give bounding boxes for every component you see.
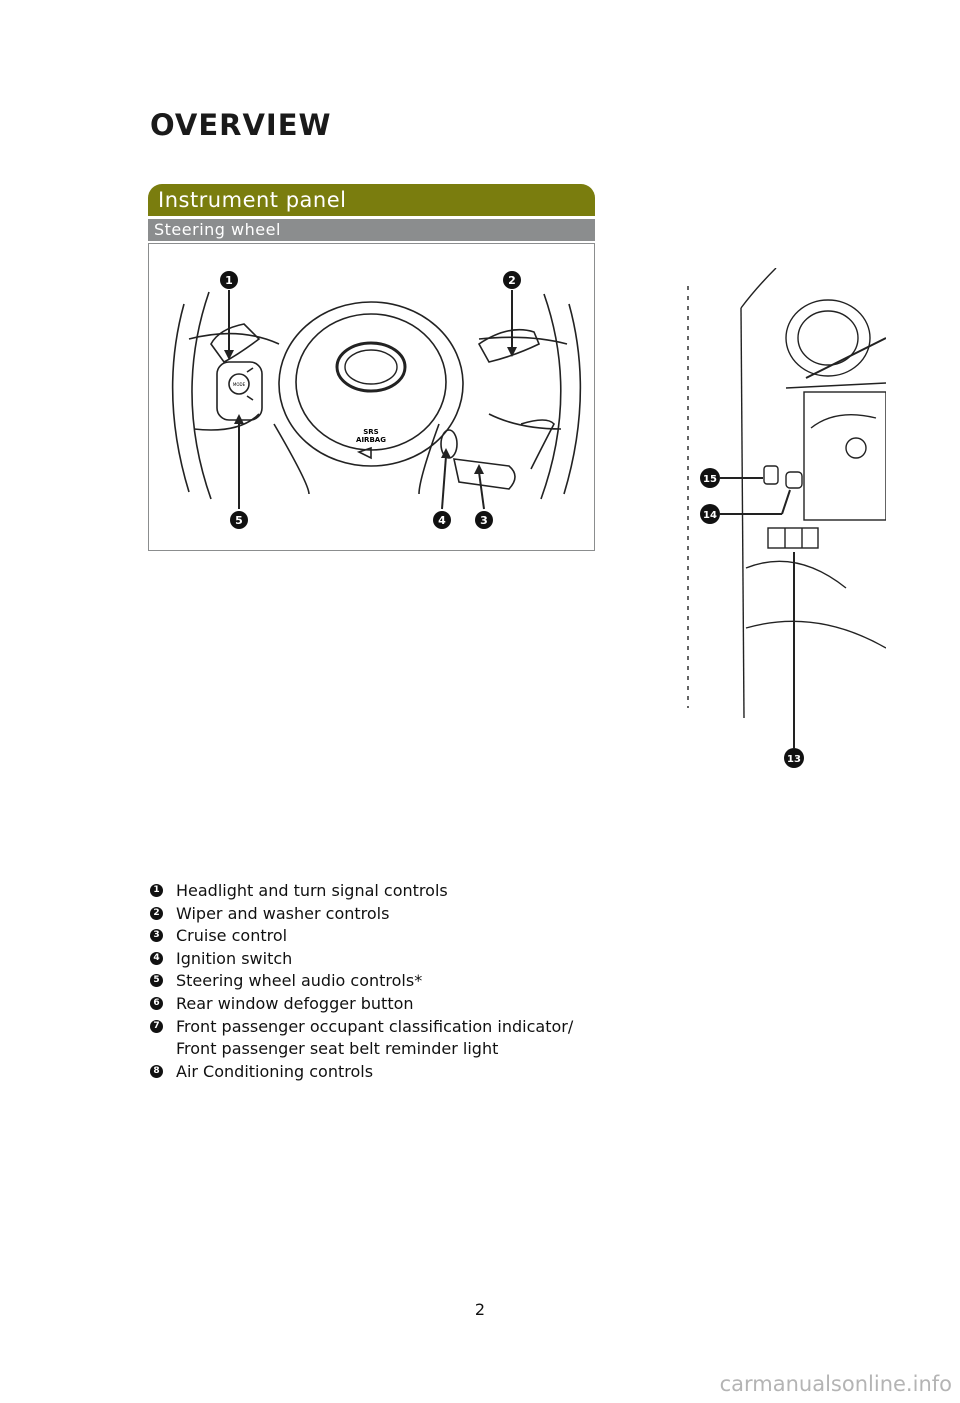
headlight-lever [210,323,261,364]
steering-wheel-figure: SRS AIRBAG MODE 1 2 3 4 5 [148,243,595,551]
callout-4-leader [441,455,447,510]
watermark[interactable]: carmanualsonline.info [719,1372,952,1396]
svg-text:5: 5 [235,514,243,527]
legend-text: Air Conditioning controls [176,1061,374,1081]
callout-4-arrow [441,448,451,458]
mode-button [228,373,250,395]
dashboard-illustration: 15 14 13 [687,267,887,768]
dash-outline-top [740,267,777,309]
svg-text:14: 14 [703,510,717,521]
air-vent-inner [797,310,859,366]
volume-down-icon [246,395,254,401]
air-vent [785,299,871,377]
callout-badge-4: 4 [433,511,451,529]
callout-badge-14: 14 [700,504,720,524]
inset-wheel-spoke [810,413,877,429]
dashboard-figure: 15 14 13 [686,267,887,768]
legend-item: 5 Steering wheel audio controls* [150,970,573,993]
volume-up-icon [246,367,254,373]
callout-badge-15: 15 [700,468,720,488]
legend-item: 2 Wiper and washer controls [150,903,573,926]
subsection-header-steering-wheel: Steering wheel [148,219,595,241]
horn-icon [356,446,372,460]
legend-number-badge: 7 [150,1019,163,1033]
inset-box [803,391,887,521]
lower-dash-curve [745,560,847,589]
legend-number-badge: 4 [150,951,163,965]
switch-15 [763,465,779,485]
wheel-rim-left-inner [191,291,212,500]
wheel-spoke-right-top [478,336,568,345]
svg-text:15: 15 [703,474,717,485]
wheel-lower-left [273,423,310,495]
wheel-spoke-right-bottom [488,413,562,430]
callout-badge-1: 1 [220,271,238,289]
inset-control-knob [845,437,867,459]
callout-2-arrow [507,347,517,357]
legend-number-badge: 5 [150,974,163,988]
callout-3-arrow [474,464,484,474]
callout-14-leader-b [781,489,791,515]
svg-text:4: 4 [438,514,446,527]
page-title: OVERVIEW [150,108,332,142]
lower-dash-curve-2 [745,620,887,649]
section-header-instrument-panel: Instrument panel [148,184,595,216]
brand-emblem-icon [335,341,407,393]
wheel-hub [278,301,464,467]
legend-item: 4 Ignition switch [150,948,573,971]
svg-text:1: 1 [225,274,233,287]
callout-1-arrow [224,350,234,360]
legend-text: Front passenger occupant classification … [176,1016,574,1059]
callout-badge-5: 5 [230,511,248,529]
svg-text:2: 2 [508,274,516,287]
callout-badge-13: 13 [784,748,804,768]
callout-badge-3: 3 [475,511,493,529]
wiper-lever [477,328,541,363]
legend-text: Rear window defogger button [176,993,414,1013]
legend-item: 1 Headlight and turn signal controls [150,880,573,903]
switch-14 [785,471,803,489]
legend-item: 7 Front passenger occupant classification… [150,1016,573,1061]
legend-item: 3 Cruise control [150,925,573,948]
wheel-spoke-left-bottom [193,413,260,431]
wheel-rim-right [563,303,582,495]
callout-badge-2: 2 [503,271,521,289]
steering-wheel-illustration: SRS AIRBAG MODE 1 2 3 4 5 [171,271,582,529]
legend-text: Cruise control [176,926,288,946]
wheel-rim-left [171,303,190,493]
legend-number-badge: 1 [150,884,163,897]
wheel-rim-right-inner [540,293,562,500]
svg-text:13: 13 [787,754,801,765]
legend-number-badge: 2 [150,906,163,920]
legend-item: 8 Air Conditioning controls [150,1061,573,1084]
legend-text: Headlight and turn signal controls [176,881,448,900]
callout-5-arrow [234,414,244,424]
steering-wheel-rim-edge [805,337,887,379]
legend-number-badge: 6 [150,996,163,1010]
switch-bank-13 [767,527,819,549]
wheel-spoke-left-top [188,332,280,345]
legend-text: Steering wheel audio controls* [176,971,423,991]
svg-text:3: 3 [480,514,488,527]
legend-item: 6 Rear window defogger button [150,993,573,1016]
audio-control-pad [216,361,263,421]
legend-text: Ignition switch [176,948,293,968]
mode-label: MODE [233,382,246,387]
callout-3-leader [478,471,485,510]
brand-emblem-inner [344,349,398,385]
legend-text: Wiper and washer controls [176,903,390,923]
airbag-label: AIRBAG [356,436,386,444]
callout-legend: 1 Headlight and turn signal controls 2 Wip… [150,880,573,1083]
legend-number-badge: 3 [150,929,163,943]
column-cover [520,419,555,470]
wheel-lower-right [418,423,440,495]
dash-panel-edge [785,382,887,389]
page-number: 2 [474,1300,486,1319]
legend-number-badge: 8 [150,1064,163,1078]
srs-label: SRS [363,428,378,436]
cruise-control-lever [452,458,516,490]
